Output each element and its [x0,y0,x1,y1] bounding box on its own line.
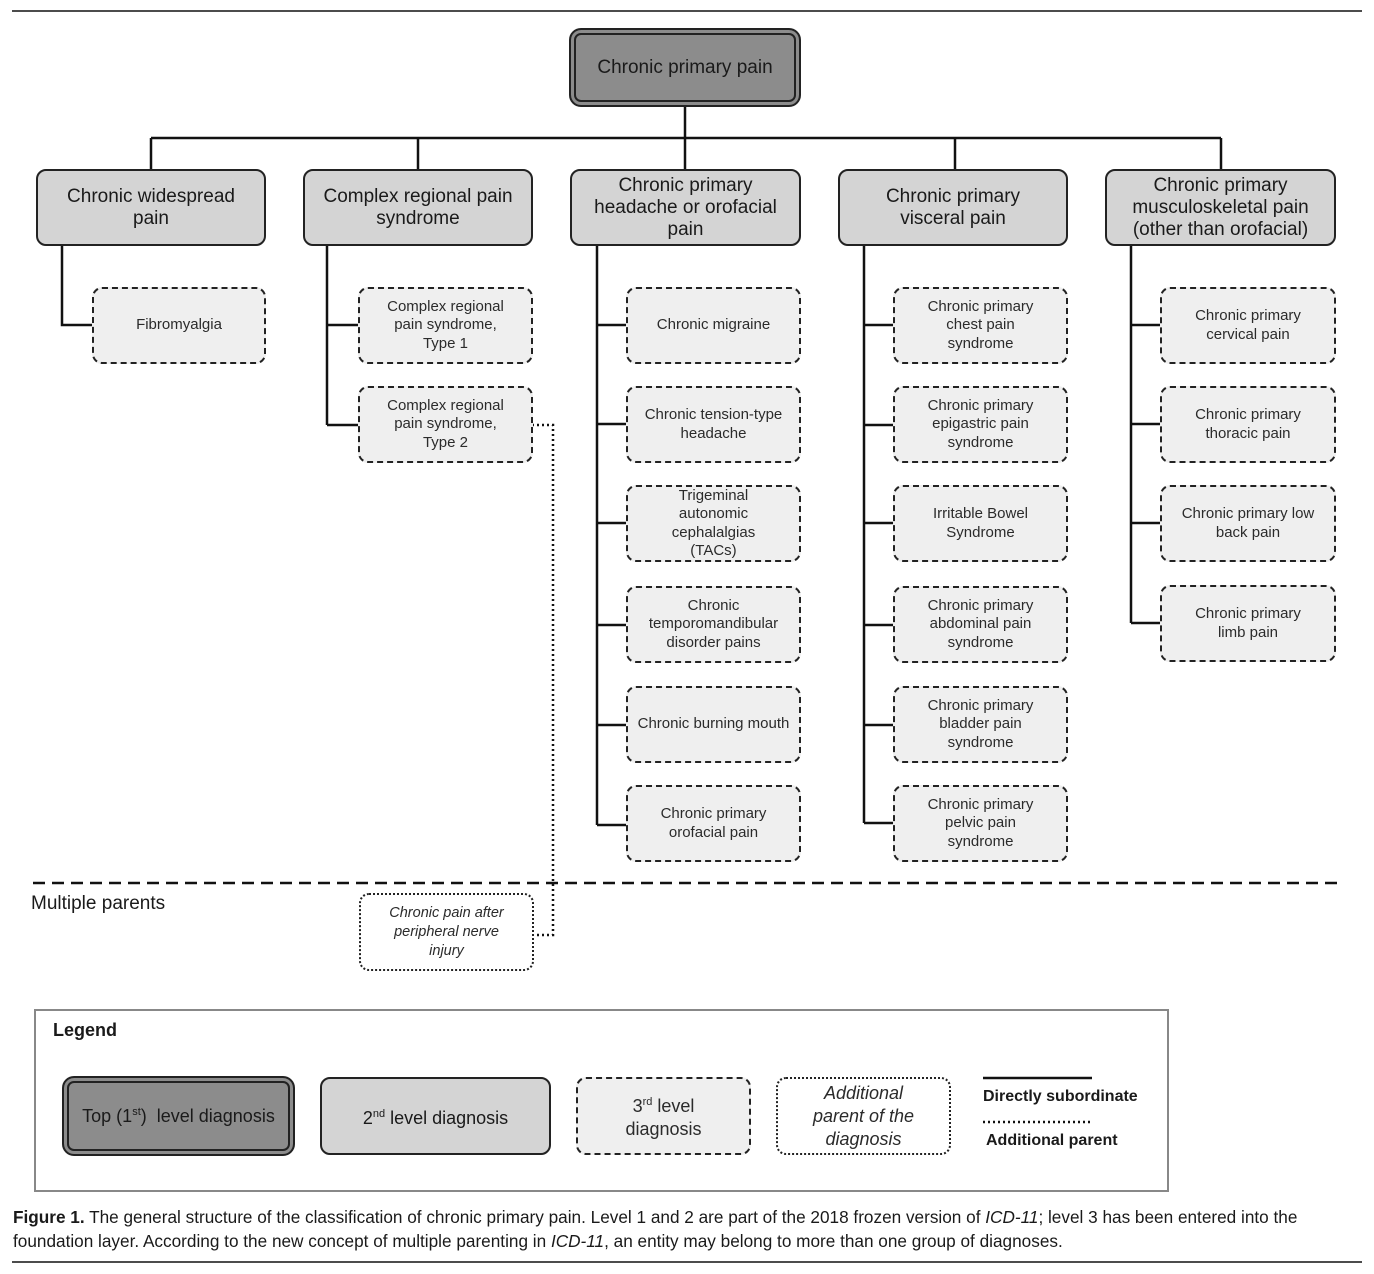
legend-second-level-label: 2nd level diagnosis [362,1108,509,1128]
level3-label: Trigeminal autonomic cephalalgias (TACs) [671,486,756,560]
caption-text: , an entity may belong to more than one … [604,1231,1063,1251]
level3-headache-item: Chronic temporomandibular disorder pains [626,586,801,663]
level3-label: Chronic primary pelvic pain syndrome [927,795,1034,850]
level2-musculoskeletal: Chronic primary musculoskeletal pain (ot… [1105,169,1336,246]
legend-additional-parent-box: Additional parent of the diagnosis [776,1077,951,1155]
legend-second-level: 2nd level diagnosis [320,1077,551,1155]
level3-label: Chronic burning mouth [637,715,790,733]
caption-label: Figure 1. [13,1207,85,1227]
level3-visceral-item: Chronic primary abdominal pain syndrome [893,586,1068,663]
level2-crps: Complex regional pain syndrome [303,169,533,246]
root-node: Chronic primary pain [569,28,801,107]
multiple-parent-node: Chronic pain after peripheral nerve inju… [359,893,534,971]
multiple-parents-label: Multiple parents [31,893,166,914]
caption-icd: ICD-11 [985,1207,1039,1227]
legend-directly-subordinate: Directly subordinate [983,1088,1138,1105]
level2-visceral: Chronic primary visceral pain [838,169,1068,246]
caption-text: ; level 3 has been entered into the foun… [13,1207,1298,1251]
level3-visceral-item: Chronic primary chest pain syndrome [893,287,1068,364]
legend-additional-parent-line: Additional parent [986,1132,1118,1149]
level3-fibromyalgia: Fibromyalgia [92,287,266,364]
level2-label: Chronic widespread pain [67,185,235,229]
level2-label: Complex regional pain syndrome [323,185,513,229]
level3-headache-item: Trigeminal autonomic cephalalgias (TACs) [626,485,801,562]
legend-top-level-label: Top (1st) level diagnosis [82,1105,275,1126]
level2-label: Chronic primary headache or orofacial pa… [594,174,777,240]
level3-label: Irritable Bowel Syndrome [932,505,1029,541]
legend-additional-parent-label: Additional parent of the diagnosis [812,1082,915,1149]
legend-top-level: Top (1st) level diagnosis [62,1076,295,1156]
level3-label: Chronic primary abdominal pain syndrome [927,596,1034,651]
level3-visceral-item: Chronic primary pelvic pain syndrome [893,785,1068,862]
level3-headache-item: Chronic burning mouth [626,686,801,763]
level3-musculoskeletal-item: Chronic primary low back pain [1160,485,1336,562]
level3-visceral-item: Chronic primary epigastric pain syndrome [893,386,1068,463]
caption-icd: ICD-11 [550,1231,605,1251]
level3-label: Chronic primary low back pain [1181,505,1315,541]
level3-label: Chronic migraine [656,316,771,334]
level3-label: Chronic primary orofacial pain [660,805,767,841]
figure-caption: Figure 1. The general structure of the c… [13,1205,1365,1253]
level2-label: Chronic primary musculoskeletal pain (ot… [1132,174,1309,240]
level3-visceral-item: Chronic primary bladder pain syndrome [893,686,1068,763]
level3-label: Chronic primary thoracic pain [1195,406,1301,442]
caption-text: The general structure of the classificat… [84,1207,986,1227]
level3-label: Chronic primary chest pain syndrome [927,297,1034,352]
level3-label: Complex regional pain syndrome, Type 2 [387,396,504,451]
level3-label: Complex regional pain syndrome, Type 1 [387,297,504,352]
level3-label: Chronic primary epigastric pain syndrome [927,396,1034,451]
root-label: Chronic primary pain [597,56,773,78]
level3-label: Chronic tension-type headache [644,406,783,442]
level3-musculoskeletal-item: Chronic primary cervical pain [1160,287,1336,364]
level3-label: Chronic primary limb pain [1195,605,1301,641]
level3-label: Fibromyalgia [136,316,222,334]
level3-musculoskeletal-item: Chronic primary limb pain [1160,585,1336,662]
multiple-parent-label: Chronic pain after peripheral nerve inju… [389,904,504,959]
level3-label: Chronic primary bladder pain syndrome [927,696,1034,751]
legend-title: Legend [53,1020,118,1040]
level3-musculoskeletal-item: Chronic primary thoracic pain [1160,386,1336,463]
level3-headache-item: Chronic migraine [626,287,801,364]
level3-crps-type2: Complex regional pain syndrome, Type 2 [358,386,533,463]
level2-widespread: Chronic widespread pain [36,169,266,246]
level3-headache-item: Chronic primary orofacial pain [626,785,801,862]
level3-headache-item: Chronic tension-type headache [626,386,801,463]
level3-label: Chronic temporomandibular disorder pains [648,596,779,651]
level2-label: Chronic primary visceral pain [885,185,1021,229]
level3-crps-type1: Complex regional pain syndrome, Type 1 [358,287,533,364]
level3-label: Chronic primary cervical pain [1195,307,1301,343]
level2-headache: Chronic primary headache or orofacial pa… [570,169,801,246]
level3-visceral-item: Irritable Bowel Syndrome [893,485,1068,562]
